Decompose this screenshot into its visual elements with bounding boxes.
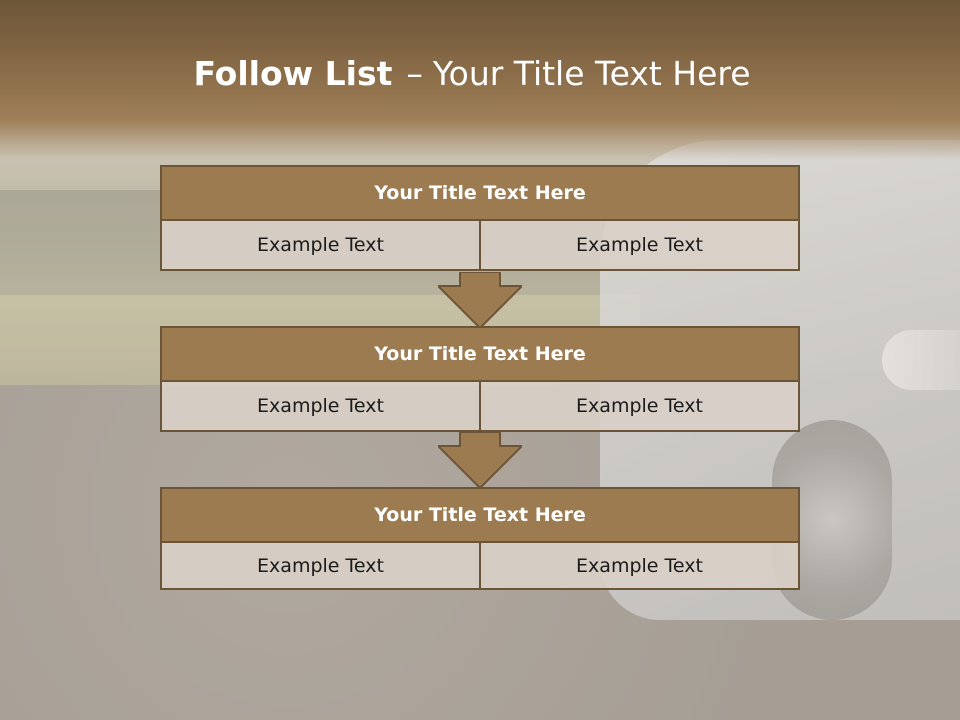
down-arrow-icon bbox=[438, 432, 522, 488]
step-cell-right: Example Text bbox=[481, 382, 800, 432]
step-cell-right: Example Text bbox=[481, 543, 800, 590]
background-car-headlight bbox=[882, 330, 960, 390]
step-heading: Your Title Text Here bbox=[160, 487, 800, 543]
step-cell-left: Example Text bbox=[160, 221, 481, 271]
step-heading: Your Title Text Here bbox=[160, 165, 800, 221]
down-arrow-icon bbox=[438, 272, 522, 328]
step-cell-left: Example Text bbox=[160, 382, 481, 432]
step-row: Example Text Example Text bbox=[160, 221, 800, 271]
step-cell-left: Example Text bbox=[160, 543, 481, 590]
slide-title-separator: – bbox=[406, 54, 423, 93]
step-row: Example Text Example Text bbox=[160, 382, 800, 432]
step-block-2: Your Title Text Here Example Text Exampl… bbox=[160, 326, 800, 432]
step-heading: Your Title Text Here bbox=[160, 326, 800, 382]
slide-title: Follow List–Your Title Text Here bbox=[0, 54, 944, 93]
step-cell-right: Example Text bbox=[481, 221, 800, 271]
step-block-3: Your Title Text Here Example Text Exampl… bbox=[160, 487, 800, 590]
slide-title-bold: Follow List bbox=[193, 54, 393, 93]
slide-title-rest: Your Title Text Here bbox=[432, 54, 751, 93]
step-row: Example Text Example Text bbox=[160, 543, 800, 590]
step-block-1: Your Title Text Here Example Text Exampl… bbox=[160, 165, 800, 271]
title-band bbox=[0, 0, 960, 160]
